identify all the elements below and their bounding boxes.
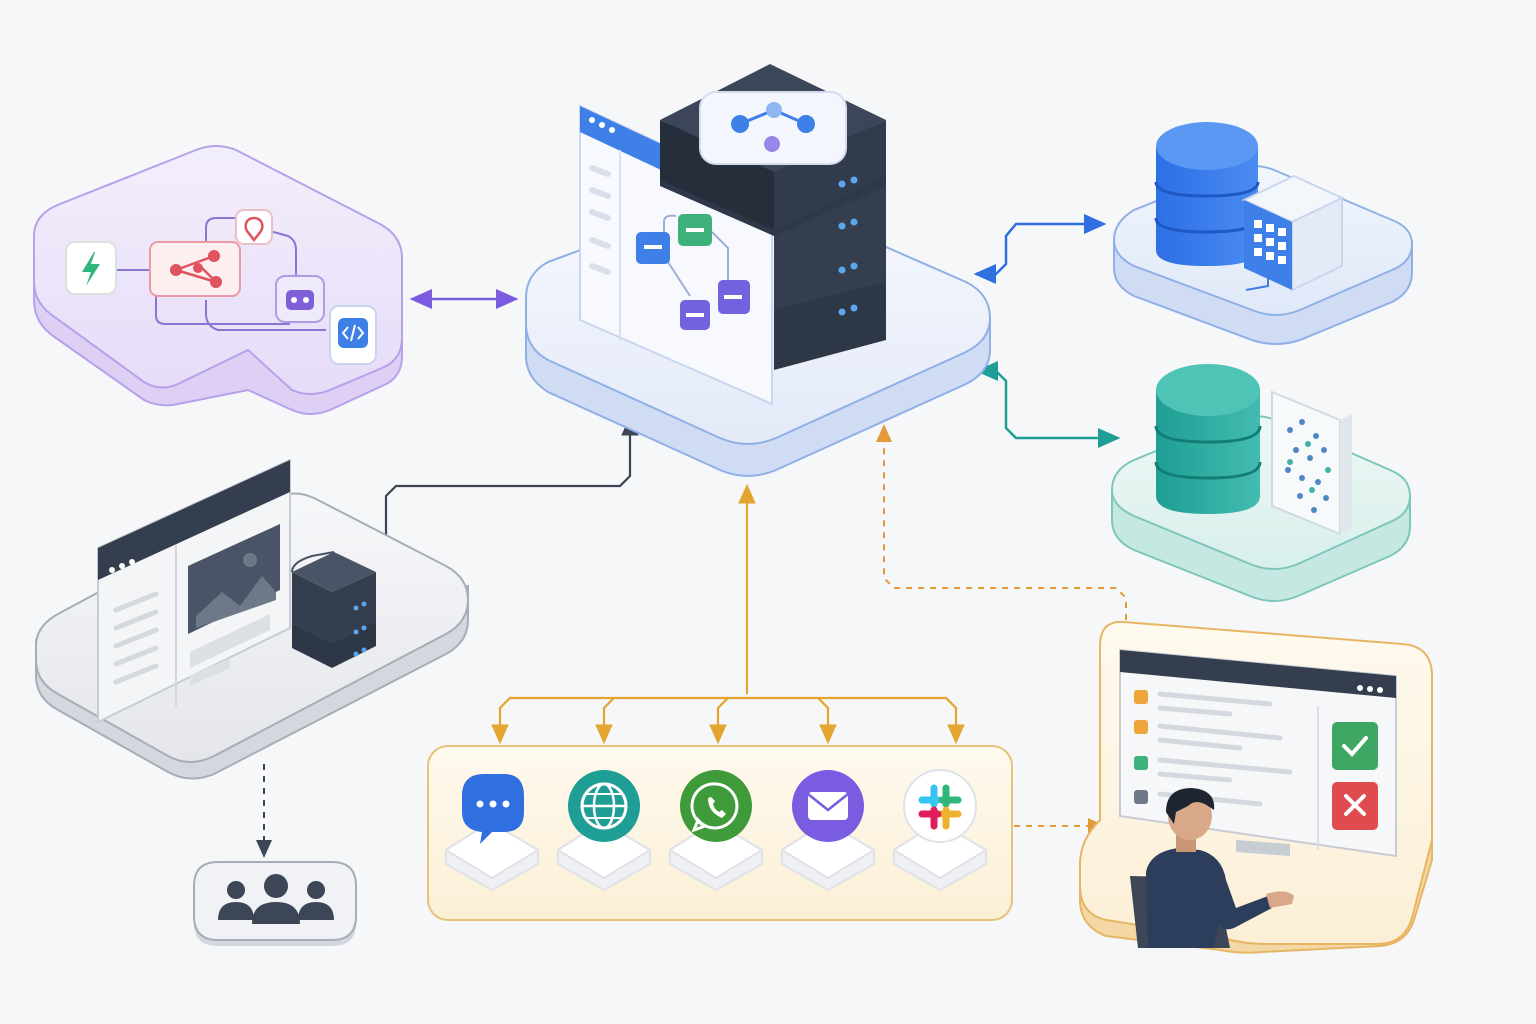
share-nodes-icon[interactable] [149, 241, 241, 297]
bot-icon[interactable] [275, 275, 325, 323]
person-icon [1130, 788, 1294, 948]
slack-icon[interactable] [903, 769, 977, 843]
globe-icon[interactable] [568, 770, 640, 842]
node-human-review [1079, 620, 1433, 954]
mail-icon[interactable] [792, 770, 864, 842]
chat-bubble-icon[interactable] [462, 774, 524, 844]
server-stack-icon-small[interactable] [291, 551, 376, 668]
edge-server-database-grid [973, 214, 1107, 284]
bolt-icon[interactable] [65, 241, 117, 295]
node-database-grid [1112, 122, 1414, 345]
location-pin-icon[interactable] [235, 209, 273, 245]
node-workflow-builder [33, 145, 403, 415]
edge-review-server [876, 424, 1127, 620]
node-users [193, 861, 357, 946]
edge-server-channels [491, 483, 965, 745]
node-channels [427, 745, 1013, 921]
database-icon-teal[interactable] [1154, 364, 1262, 514]
node-web-app [35, 458, 470, 780]
scatter-panel-icon[interactable] [1271, 390, 1352, 536]
flow-graph-icon[interactable] [699, 91, 847, 165]
x-icon[interactable] [1332, 782, 1378, 830]
node-central-server [525, 64, 992, 477]
node-vector-database [1110, 364, 1412, 602]
database-icon[interactable] [1154, 122, 1260, 266]
check-icon[interactable] [1332, 722, 1378, 770]
code-icon[interactable] [329, 305, 377, 365]
edge-webapp-server [384, 415, 639, 540]
edge-server-vector-database [975, 361, 1121, 448]
image-icon[interactable] [188, 524, 280, 686]
whatsapp-icon[interactable] [680, 770, 752, 842]
grid-cube-icon[interactable] [1241, 174, 1345, 292]
user-group-icon[interactable] [218, 874, 334, 924]
